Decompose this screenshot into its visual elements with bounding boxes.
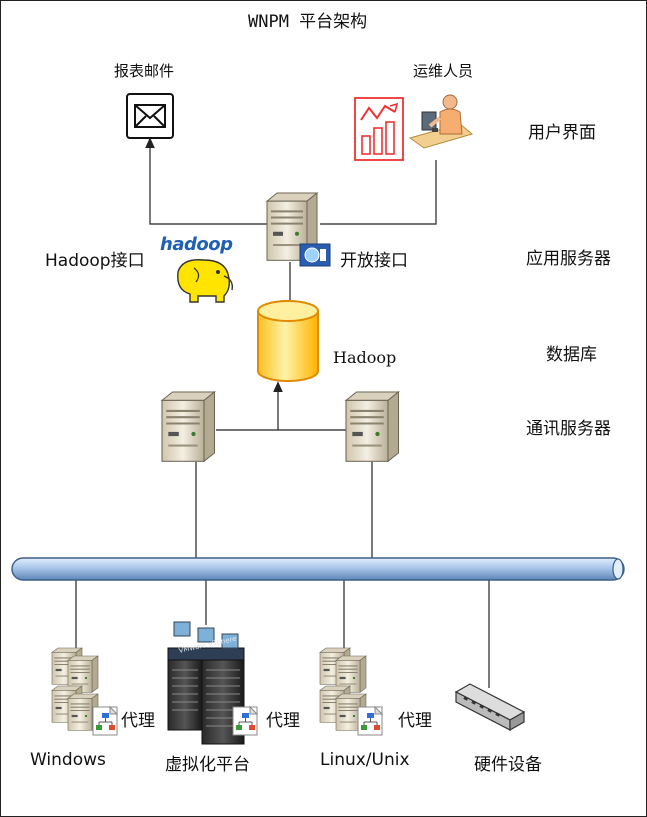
database-icon — [257, 300, 319, 382]
network-bus — [11, 557, 625, 581]
report-chart-icon — [354, 97, 404, 161]
operator-label: 运维人员 — [413, 62, 474, 80]
line-server-to-operator — [320, 160, 437, 225]
layer-comm-server: 通讯服务器 — [526, 419, 611, 439]
email-label: 报表邮件 — [114, 62, 175, 80]
diagram-title: WNPM 平台架构 — [248, 12, 368, 32]
open-interface-icon — [299, 243, 331, 267]
hadoop-logo-text: hadoop — [160, 234, 233, 255]
linux-agent-label: 代理 — [398, 711, 432, 731]
hardware-label: 硬件设备 — [474, 755, 542, 775]
windows-agent-icon — [92, 706, 118, 736]
comm-server-2-icon — [344, 390, 400, 463]
windows-server-icon — [51, 647, 99, 731]
email-icon — [126, 93, 174, 139]
hardware-switch-icon — [454, 683, 526, 732]
open-interface-label: 开放接口 — [340, 251, 408, 271]
comm-server-1-icon — [160, 390, 216, 463]
virtualization-rack-icon — [167, 621, 245, 745]
hadoop-elephant-icon — [177, 259, 234, 303]
layer-database: 数据库 — [546, 345, 597, 365]
layer-app-server: 应用服务器 — [526, 249, 611, 269]
windows-agent-label: 代理 — [121, 711, 155, 731]
operator-person-icon — [408, 94, 474, 149]
line-server-to-email — [145, 137, 269, 225]
linux-label: Linux/Unix — [320, 750, 410, 770]
hadoop-interface-label: Hadoop接口 — [45, 251, 145, 271]
database-label: Hadoop — [333, 348, 397, 367]
virtual-agent-icon — [232, 706, 258, 736]
windows-label: Windows — [30, 750, 106, 770]
virtualization-label: 虚拟化平台 — [165, 755, 250, 775]
linux-agent-icon — [357, 706, 383, 736]
layer-user-interface: 用户界面 — [528, 123, 596, 143]
virtual-agent-label: 代理 — [266, 711, 300, 731]
